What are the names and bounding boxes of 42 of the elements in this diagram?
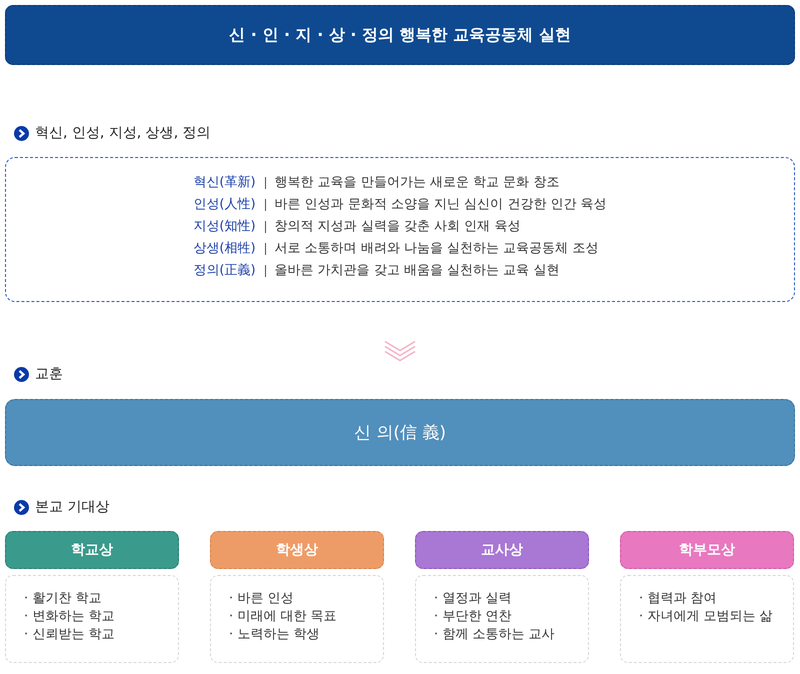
description-text: 서로 소통하며 배려와 나눔을 실천하는 교육공동체 조성 xyxy=(274,240,600,258)
term-label: 혁신(革新) xyxy=(193,177,266,189)
motto-text: 신 의(信 義) xyxy=(354,422,446,444)
description-text: 창의적 지성과 실력을 갖춘 사회 인재 육성 xyxy=(274,218,522,236)
list-card xyxy=(210,575,384,663)
header-text: 학생상 xyxy=(276,541,318,559)
motto-box xyxy=(5,399,795,466)
chevron-arrow xyxy=(384,340,416,362)
values-box xyxy=(5,157,795,302)
list-item: · 바른 인성 xyxy=(229,590,294,608)
header-text: 학부모상 xyxy=(679,541,735,559)
category-header xyxy=(210,531,384,569)
list-card xyxy=(5,575,179,663)
list-card xyxy=(415,575,589,663)
list-item: · 신뢰받는 학교 xyxy=(24,626,114,644)
term-label: 상생(相牲) xyxy=(193,243,266,255)
title-banner xyxy=(5,5,795,65)
term-label: 정의(正義) xyxy=(193,265,266,277)
category-header xyxy=(5,531,179,569)
description-text: 행복한 교육을 만들어가는 새로운 학교 문화 창조 xyxy=(274,174,560,192)
header-text: 학교상 xyxy=(71,541,113,559)
list-card xyxy=(620,575,794,663)
section-heading: 혁신, 인성, 지성, 상생, 정의 xyxy=(35,124,211,142)
term-label: 인성(人性) xyxy=(193,199,266,211)
list-item: · 협력과 참여 xyxy=(639,590,716,608)
section-heading: 본교 기대상 xyxy=(35,498,110,516)
list-item: · 노력하는 학생 xyxy=(229,626,320,644)
description-text: 바른 인성과 문화적 소양을 지닌 심신이 건강한 인간 육성 xyxy=(274,196,607,214)
list-item: · 활기찬 학교 xyxy=(24,590,102,608)
term-label: 지성(知性) xyxy=(193,221,266,233)
title-text: 신 · 인 · 지 · 상 · 정의 행복한 교육공동체 실현 xyxy=(229,24,571,46)
list-item: · 자녀에게 모범되는 삶 xyxy=(639,608,773,626)
category-header xyxy=(415,531,589,569)
list-item: · 함께 소통하는 교사 xyxy=(434,626,555,644)
header-text: 교사상 xyxy=(481,541,523,559)
list-item: · 열정과 실력 xyxy=(434,590,512,608)
description-text: 올바른 가치관을 갖고 배움을 실천하는 교육 실현 xyxy=(274,262,560,280)
section-heading: 교훈 xyxy=(35,365,63,383)
list-item: · 변화하는 학교 xyxy=(24,608,114,626)
list-item: · 미래에 대한 목표 xyxy=(229,608,337,626)
list-item: · 부단한 연찬 xyxy=(434,608,512,626)
category-header xyxy=(620,531,794,569)
